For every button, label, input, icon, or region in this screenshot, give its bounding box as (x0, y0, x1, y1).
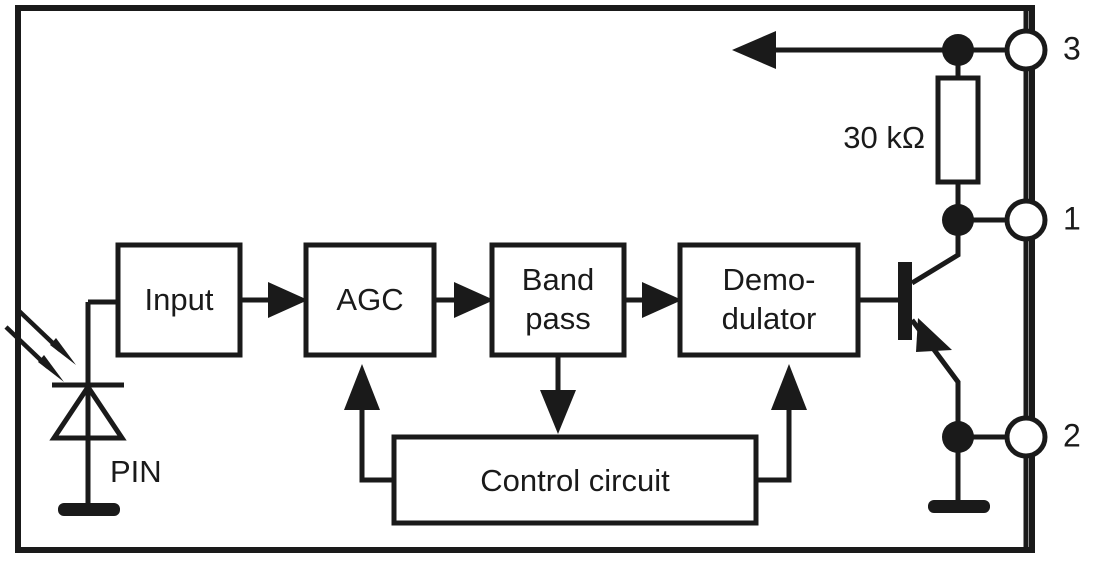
block-bandpass-label-line2: pass (525, 301, 590, 336)
block-agc: AGC (303, 242, 437, 358)
arrow-agc-to-bandpass (434, 282, 494, 318)
resistor-value-label: 30 kΩ (843, 120, 925, 155)
ground-symbol-pin (58, 503, 120, 516)
light-ray-arrow-2 (4, 325, 64, 382)
arrow-bandpass-to-demodulator (624, 282, 682, 318)
block-bandpass-label-line1: Band (522, 262, 594, 297)
block-control-circuit: Control circuit (391, 434, 759, 526)
arrow-control-to-agc (344, 364, 394, 483)
terminal-3-label: 3 (1063, 30, 1081, 66)
module-outline (15, 5, 1035, 553)
arrow-control-to-demodulator (756, 364, 807, 483)
terminal-1-ring[interactable] (1004, 198, 1048, 242)
junction-dot-supply (942, 34, 974, 66)
block-demodulator-label-line2: dulator (722, 301, 817, 336)
block-bandpass: Band pass (489, 242, 627, 358)
pin-photodiode-symbol (4, 302, 127, 516)
block-agc-label: AGC (336, 282, 403, 317)
terminal-2-ring[interactable] (1004, 415, 1048, 459)
block-demodulator: Demo- dulator (677, 242, 861, 358)
terminal-3-ring[interactable] (1004, 28, 1048, 72)
block-control-circuit-label: Control circuit (480, 463, 670, 498)
transistor-base-bar (898, 262, 912, 340)
block-demodulator-label-line1: Demo- (722, 262, 815, 297)
arrow-bandpass-to-control (540, 355, 576, 434)
bias-resistor (935, 50, 981, 220)
block-input: Input (115, 242, 243, 358)
block-input-label: Input (145, 282, 214, 317)
terminal-1-label: 1 (1063, 200, 1081, 236)
output-transistor (858, 220, 961, 437)
pin-diode-label: PIN (110, 454, 162, 489)
arrow-input-to-agc (240, 282, 308, 318)
light-ray-arrow-1 (16, 308, 76, 365)
terminal-2-label: 2 (1063, 417, 1081, 453)
junction-dot-output (942, 204, 974, 236)
junction-dot-ground (942, 421, 974, 453)
